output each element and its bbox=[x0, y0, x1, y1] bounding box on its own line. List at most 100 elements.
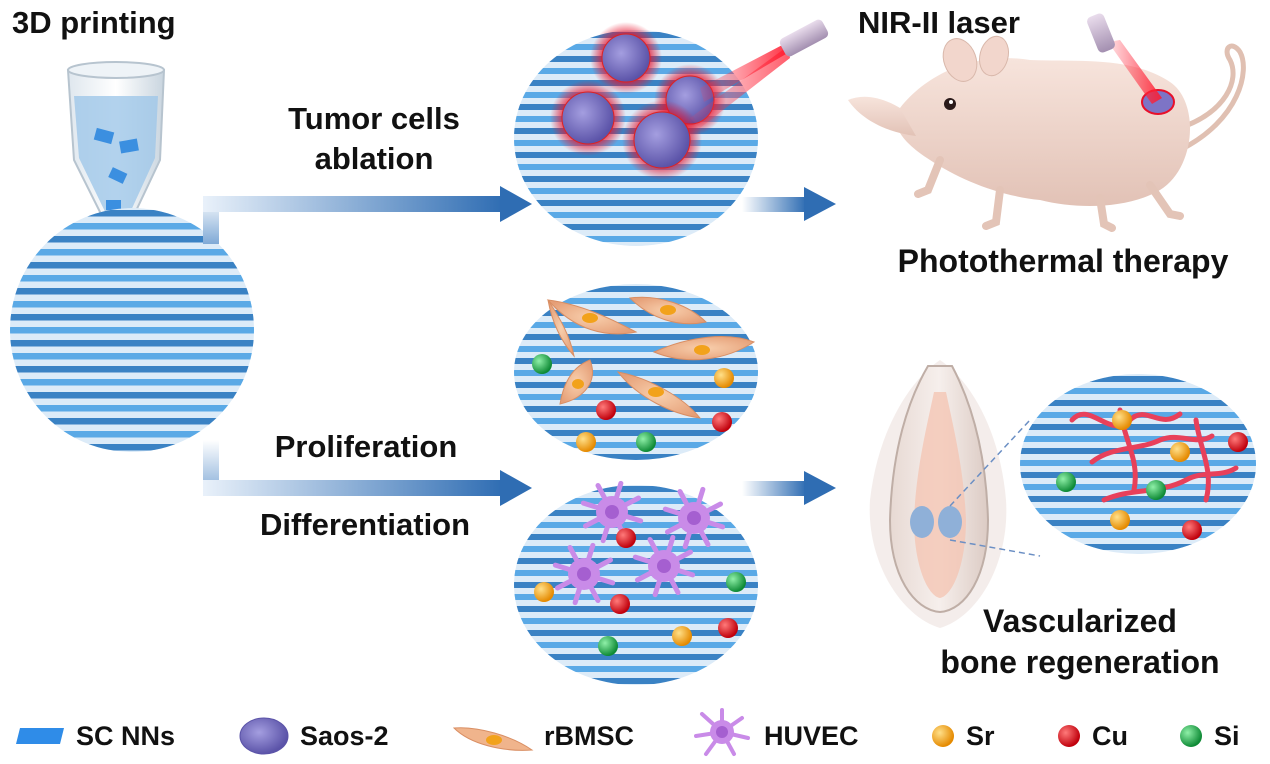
ions-scaffold-c bbox=[532, 354, 734, 452]
cu-ion-icon bbox=[1058, 725, 1080, 747]
scaffold-strut bbox=[514, 322, 758, 328]
scaffold-strut bbox=[1020, 400, 1256, 406]
scaffold-strut bbox=[514, 498, 758, 504]
huvec-cell-icon bbox=[694, 708, 750, 756]
mouse bbox=[848, 35, 1246, 232]
scaffold-strut bbox=[514, 236, 758, 242]
laser-device-2 bbox=[1087, 13, 1162, 104]
scaffold-strut bbox=[514, 654, 758, 660]
scaffold-strut bbox=[514, 666, 758, 672]
scaffold-strut bbox=[1020, 460, 1256, 466]
scaffold-strut bbox=[514, 534, 758, 540]
scaffold-strut bbox=[514, 618, 758, 624]
vascular-line-1: Vascularized bbox=[983, 603, 1177, 639]
legend-label: Si bbox=[1214, 720, 1240, 751]
differentiation-label: Differentiation bbox=[259, 507, 471, 542]
scaffold-strut bbox=[1020, 508, 1256, 514]
scaffold-strut bbox=[1020, 424, 1256, 430]
branch-arrow-top bbox=[203, 186, 532, 244]
vascular-line-2: bone regeneration bbox=[940, 644, 1220, 681]
rbmsc-cells bbox=[546, 296, 756, 419]
huvec-cell bbox=[552, 542, 616, 606]
scaffold-strut bbox=[514, 630, 758, 636]
laser-device-1 bbox=[690, 19, 829, 128]
arrow-to-photothermal bbox=[742, 187, 836, 221]
printing-label: 3D printing bbox=[12, 5, 176, 40]
legend: SC NNs Saos-2 rBMSC HUVEC Sr bbox=[0, 706, 1270, 764]
ablation-line-2: ablation bbox=[314, 141, 434, 177]
legend-item-sc-nns: SC NNs bbox=[14, 716, 175, 756]
legend-label: rBMSC bbox=[544, 720, 635, 751]
scaffold-strut bbox=[10, 444, 254, 451]
legend-label: Saos-2 bbox=[300, 720, 389, 751]
rbmsc-cell-icon bbox=[452, 727, 534, 751]
scaffold-strut bbox=[10, 340, 254, 347]
scaffold-strut bbox=[10, 301, 254, 308]
scaffold-strut bbox=[514, 286, 758, 292]
scaffold-strut bbox=[10, 366, 254, 373]
legend-item-si: Si bbox=[1178, 716, 1240, 756]
rat-skull bbox=[869, 360, 1041, 628]
huvec-cells bbox=[552, 480, 726, 606]
scaffold-strut bbox=[10, 405, 254, 412]
printed-scaffold bbox=[10, 208, 254, 452]
scaffold-strut bbox=[514, 522, 758, 528]
legend-label: HUVEC bbox=[764, 720, 859, 751]
scaffold-strut bbox=[1020, 544, 1256, 550]
arrow-to-regeneration bbox=[742, 471, 836, 505]
scaffold-strut bbox=[514, 558, 758, 564]
scaffold-strut bbox=[1020, 520, 1256, 526]
huvec-cell bbox=[580, 480, 644, 544]
legend-item-cu: Cu bbox=[1056, 716, 1128, 756]
legend-label: SC NNs bbox=[76, 720, 176, 751]
si-ion-icon bbox=[1180, 725, 1202, 747]
proliferation-label: Proliferation bbox=[274, 429, 458, 464]
saos2-cell-icon bbox=[239, 717, 289, 755]
legend-label: Cu bbox=[1092, 720, 1128, 751]
scaffold-strut bbox=[514, 406, 758, 412]
scaffold-strut bbox=[514, 188, 758, 194]
scaffold-strut bbox=[10, 418, 254, 425]
scaffold-strut bbox=[514, 606, 758, 612]
vascular-label: Vascularized bone regeneration bbox=[880, 603, 1270, 681]
huvec-cell bbox=[662, 486, 726, 550]
branch-arrow-bottom bbox=[203, 440, 532, 506]
huvec-cell bbox=[632, 534, 696, 598]
legend-item-saos2: Saos-2 bbox=[238, 716, 389, 756]
scaffold-strut bbox=[10, 249, 254, 256]
legend-item-sr: Sr bbox=[930, 716, 995, 756]
legend-item-huvec: HUVEC bbox=[690, 708, 859, 756]
sc-nns-icon bbox=[16, 728, 64, 744]
scaffold-strut bbox=[514, 310, 758, 316]
scaffold-strut bbox=[10, 327, 254, 334]
scaffold-strut bbox=[514, 642, 758, 648]
tumor-cells bbox=[550, 22, 726, 180]
scaffold-strut bbox=[1020, 532, 1256, 538]
scaffold-strut bbox=[514, 546, 758, 552]
ablation-label: Tumor cells ablation bbox=[244, 101, 504, 177]
scaffold-strut bbox=[514, 678, 758, 684]
scaffold-strut bbox=[514, 176, 758, 182]
scaffold-strut bbox=[10, 275, 254, 282]
scaffold-vascularized bbox=[1018, 374, 1270, 562]
illustration bbox=[10, 13, 1270, 685]
scaffold-strut bbox=[10, 392, 254, 399]
scaffold-strut bbox=[10, 379, 254, 386]
scaffold-strut bbox=[1018, 556, 1270, 562]
sr-ion-icon bbox=[932, 725, 954, 747]
scaffold-strut bbox=[514, 510, 758, 516]
scaffold-strut bbox=[514, 486, 758, 492]
scaffold-strut bbox=[10, 288, 254, 295]
scaffold-strut bbox=[514, 418, 758, 424]
scaffold-strut bbox=[10, 314, 254, 321]
scaffold-strut bbox=[514, 224, 758, 230]
scaffold-strut bbox=[10, 262, 254, 269]
scaffold-strut bbox=[10, 236, 254, 243]
ions-scaffold-e bbox=[1056, 410, 1248, 540]
ions-scaffold-d bbox=[534, 528, 746, 656]
laser-label: NIR-II laser bbox=[858, 5, 1020, 40]
scaffold-strut bbox=[514, 370, 758, 376]
ablation-line-1: Tumor cells bbox=[288, 101, 460, 136]
scaffold-strut bbox=[514, 430, 758, 436]
